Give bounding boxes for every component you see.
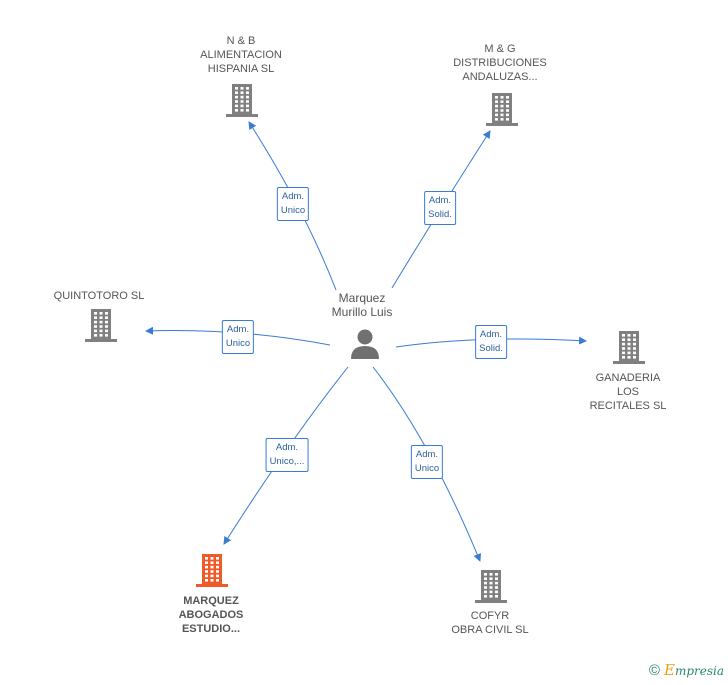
role-box-nb[interactable]: Adm. Unico (276, 187, 310, 221)
role-box-marquez[interactable]: Adm. Unico,... (265, 438, 309, 472)
company-label-line: ABOGADOS (178, 609, 244, 621)
brand-rest: mpresia (674, 664, 724, 678)
building-icon[interactable] (486, 93, 518, 126)
company-label-line: GANADERIA (595, 372, 661, 384)
brand-initial: E (663, 661, 675, 679)
person-name-line-2: Murillo Luis (331, 305, 393, 319)
building-icon[interactable] (613, 331, 645, 364)
role-line: Unico (225, 338, 251, 349)
company-label-mg[interactable]: M & G DISTRIBUCIONES ANDALUZAS... (453, 42, 547, 84)
role-line: Adm. (415, 449, 439, 460)
role-line: Unico (280, 205, 306, 216)
company-label-ganaderia[interactable]: GANADERIA LOS RECITALES SL (590, 371, 667, 413)
company-label-line: M & G (484, 43, 516, 55)
person-name[interactable]: Marquez Murillo Luis (332, 291, 393, 319)
footer-brand: © Empresia (649, 661, 724, 679)
company-label-line: MARQUEZ (183, 595, 239, 607)
person-name-line-1: Marquez (338, 291, 386, 305)
role-line: Adm. (428, 195, 452, 206)
company-label-line: ALIMENTACION (200, 49, 282, 61)
role-line: Adm. (226, 324, 250, 335)
role-line: Adm. (275, 442, 299, 453)
role-line: Unico (414, 463, 440, 474)
company-label-line: OBRA CIVIL SL (451, 624, 529, 636)
company-label-line: COFYR (470, 610, 510, 622)
role-line: Unico,... (269, 456, 305, 467)
company-label-line: ESTUDIO... (181, 623, 241, 635)
role-box-quintotoro[interactable]: Adm. Unico (221, 320, 255, 354)
building-icon[interactable] (196, 554, 228, 587)
role-line: Solid. (428, 209, 452, 220)
company-label-line: N & B (226, 35, 256, 47)
company-label-quintotoro[interactable]: QUINTOTORO SL (54, 289, 145, 303)
company-label-cofyr[interactable]: COFYR OBRA CIVIL SL (451, 609, 528, 637)
company-label-line: LOS (616, 386, 640, 398)
company-label-line: QUINTOTORO SL (53, 290, 145, 302)
company-label-marquez[interactable]: MARQUEZ ABOGADOS ESTUDIO... (179, 594, 244, 636)
role-box-cofyr[interactable]: Adm. Unico (410, 445, 444, 479)
role-box-mg[interactable]: Adm. Solid. (424, 191, 456, 225)
company-label-line: ANDALUZAS... (462, 71, 538, 83)
building-icon[interactable] (226, 84, 258, 117)
company-label-line: HISPANIA SL (207, 63, 275, 75)
role-line: Adm. (479, 329, 503, 340)
person-icon (351, 329, 379, 359)
role-line: Solid. (479, 343, 503, 354)
company-label-nb[interactable]: N & B ALIMENTACION HISPANIA SL (200, 34, 282, 76)
company-label-line: DISTRIBUCIONES (453, 57, 547, 69)
empresia-logo[interactable]: Empresia (664, 661, 724, 679)
company-label-line: RECITALES SL (589, 400, 667, 412)
role-box-ganaderia[interactable]: Adm. Solid. (475, 325, 507, 359)
building-icon[interactable] (475, 570, 507, 603)
copyright-icon: © (648, 661, 660, 679)
role-line: Adm. (281, 191, 305, 202)
building-icon[interactable] (85, 309, 117, 342)
